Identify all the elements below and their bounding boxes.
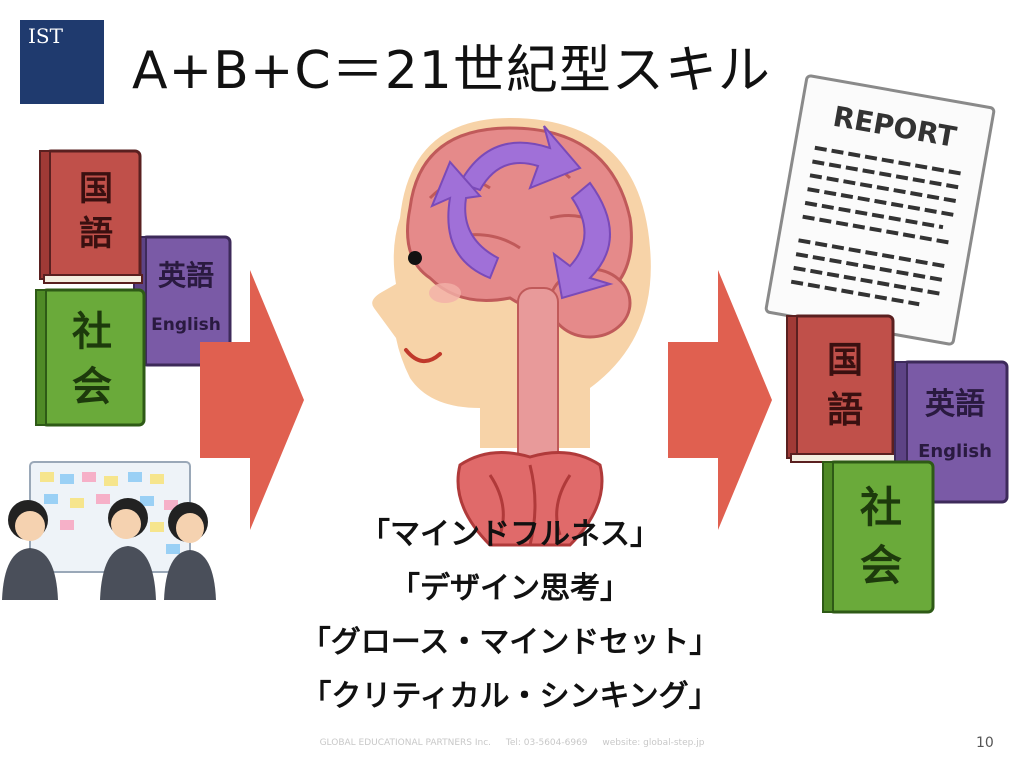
svg-text:社: 社 <box>860 483 902 532</box>
left-book-japanese-char1: 国 <box>79 169 113 209</box>
heart-illustration <box>456 451 604 547</box>
svg-text:会: 会 <box>860 541 902 590</box>
smile <box>404 348 442 363</box>
right-books-illustration: 国 語 英語 English 社 会 <box>786 314 1009 614</box>
right-book-english-title: 英語 <box>925 387 985 422</box>
person-left <box>2 500 58 600</box>
discussion-illustration <box>2 461 216 600</box>
right-book-social: 社 会 <box>822 460 935 614</box>
cycle-arrows-icon <box>430 125 614 300</box>
left-books-illustration: 英語 English 国 語 社 会 <box>35 149 232 427</box>
slide-title: A+B+C＝21世紀型スキル <box>132 41 771 101</box>
slide-footer: GLOBAL EDUCATIONAL PARTNERS Inc. Tel: 03… <box>0 738 1024 748</box>
right-book-english-sub: English <box>918 441 992 462</box>
svg-text:語: 語 <box>827 390 863 431</box>
left-book-english: 英語 English <box>133 235 232 367</box>
skills-list: 「マインドフルネス」 「デザイン思考」 「グロース・マインドセット」 「クリティ… <box>240 508 780 724</box>
skill-item: 「マインドフルネス」 <box>360 517 660 552</box>
ist-logo: IST <box>20 20 104 104</box>
right-book-japanese: 国 語 <box>786 314 896 463</box>
left-book-social-char1: 社 <box>72 309 112 355</box>
left-book-social-char2: 会 <box>72 364 112 410</box>
skill-item: 「デザイン思考」 <box>390 571 630 606</box>
person-right <box>164 502 216 600</box>
footer-tel: Tel: 03-5604-6969 <box>505 738 588 748</box>
left-book-japanese: 国 語 <box>39 149 143 284</box>
eye <box>408 251 422 265</box>
arrow-left-to-brain <box>200 270 304 530</box>
left-book-english-title: 英語 <box>158 259 214 292</box>
footer-company: GLOBAL EDUCATIONAL PARTNERS Inc. <box>319 738 491 748</box>
report-document: REPORT <box>764 74 996 346</box>
logo-text: IST <box>28 24 63 48</box>
arrow-brain-to-result <box>668 270 772 530</box>
skill-item: 「グロース・マインドセット」 <box>300 625 720 660</box>
sticky-notes <box>40 472 180 554</box>
report-text-lines <box>790 145 963 307</box>
left-book-english-sub: English <box>151 315 221 335</box>
cheek <box>429 283 461 303</box>
footer-website: website: global-step.jp <box>602 738 705 748</box>
svg-text:国: 国 <box>827 340 863 381</box>
head-brain-illustration <box>372 118 651 469</box>
person-middle <box>100 498 156 600</box>
spinal-cord <box>517 287 559 469</box>
left-book-social: 社 会 <box>35 288 146 427</box>
page-number: 10 <box>976 735 994 751</box>
skill-item: 「クリティカル・シンキング」 <box>301 679 719 714</box>
left-book-japanese-char2: 語 <box>79 214 113 254</box>
